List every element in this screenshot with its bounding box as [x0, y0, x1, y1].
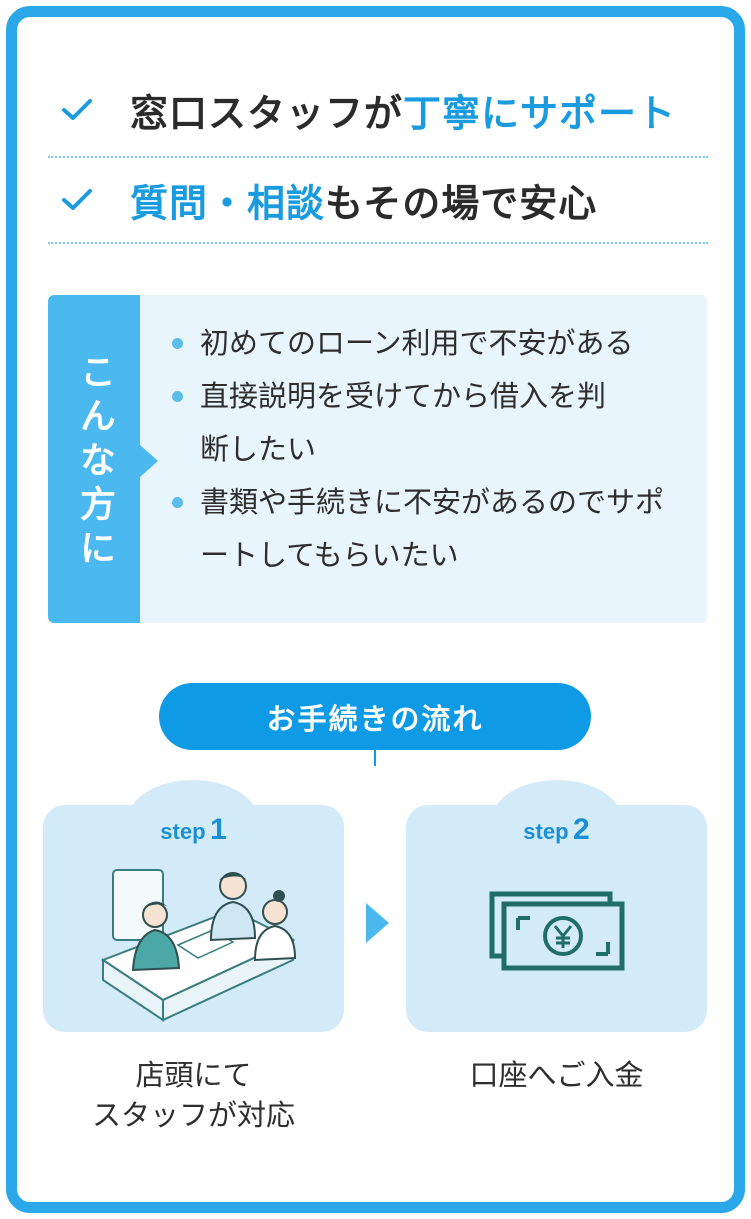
bullet-dot-icon: [172, 338, 183, 349]
check-icon: [62, 189, 92, 210]
list-item: 書類や手続きに不安があるのでサポートしてもらいたい: [172, 476, 670, 582]
dotted-divider: [48, 156, 708, 158]
step-caption-2: 口座へご入金: [469, 1058, 644, 1092]
target-arrow-icon: [140, 445, 158, 477]
check-icon: [62, 99, 92, 120]
step-title-2: step 2: [523, 813, 590, 846]
list-item: 初めてのローン利用で不安がある: [172, 317, 692, 370]
check-text: 質問・相談もその場で安心: [130, 181, 598, 226]
step-card-2: [406, 805, 707, 1032]
flow-title: お手続きの流れ: [266, 701, 484, 736]
dotted-divider: [48, 242, 708, 244]
target-label: こんな方に: [74, 353, 115, 573]
step-arrow-icon: [366, 903, 389, 943]
step-caption-1: 店頭にて スタッフが対応: [91, 1058, 295, 1132]
flow-title-pill: お手続きの流れ: [159, 683, 591, 750]
target-label-tab: こんな方に: [48, 295, 140, 623]
target-audience-panel: こんな方に 初めてのローン利用で不安がある 直接説明を受けてから借入を判断したい…: [48, 295, 707, 623]
bullet-dot-icon: [172, 391, 183, 402]
step-title-1: step 1: [160, 813, 227, 846]
check-row-support: 窓口スタッフが丁寧にサポート: [48, 70, 708, 150]
flow-connector: [374, 750, 376, 766]
list-item: 直接説明を受けてから借入を判断したい: [172, 370, 620, 476]
check-row-consult: 質問・相談もその場で安心: [48, 160, 708, 240]
target-list: 初めてのローン利用で不安がある 直接説明を受けてから借入を判断したい 書類や手続…: [172, 317, 692, 582]
yen-banknote-icon: [489, 891, 625, 971]
check-text: 窓口スタッフが丁寧にサポート: [130, 91, 677, 136]
step-card-1: [43, 805, 344, 1032]
staff-consultation-illustration: [100, 869, 297, 1022]
bullet-dot-icon: [172, 497, 183, 508]
